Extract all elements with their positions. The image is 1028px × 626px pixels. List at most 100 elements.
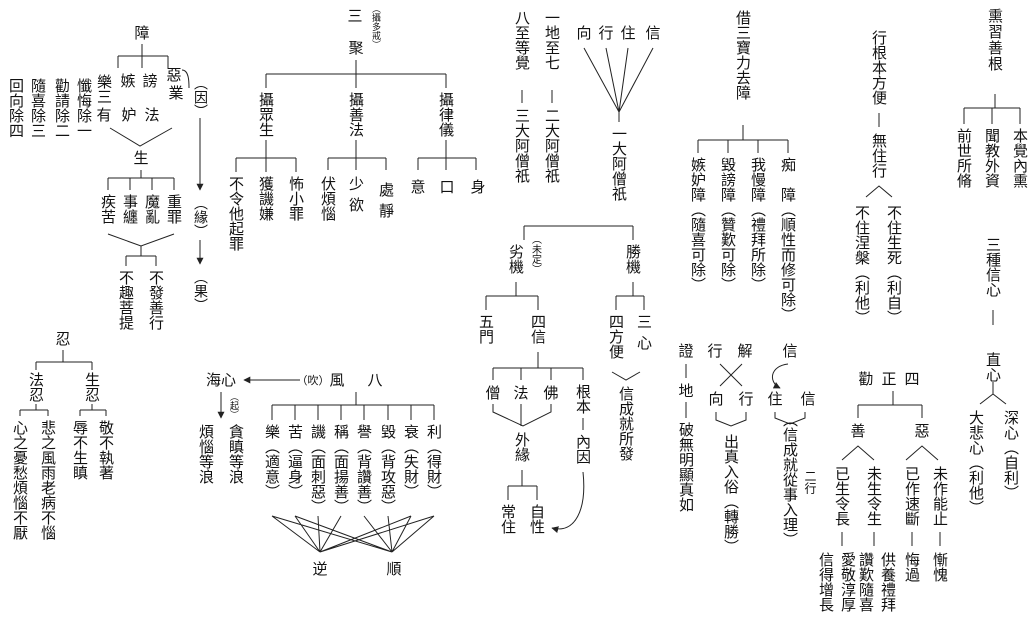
node-break-ignorance: 破無明顯真如 (677, 422, 695, 512)
node-practice-bottom: 行 (738, 390, 753, 408)
node-envy-obstacle: 嫉妒障（隨喜可除） (689, 157, 707, 292)
node-outer-condition: 外緣 (513, 432, 531, 462)
node-arise-birth: 生 (133, 149, 148, 167)
node-precepts-note: （攝多戒） (370, 4, 381, 49)
node-blow: （吹） (297, 374, 330, 387)
node-good-roots: 熏習善根 (986, 8, 1004, 72)
node-no-good-deeds: 不發善行 (147, 270, 165, 331)
node-prevent-sin: 不令他起罪 (227, 176, 245, 251)
node-favorable: 順 (386, 560, 401, 578)
node-obstacle: 障 (134, 24, 149, 42)
node-eight: 八 (367, 371, 382, 389)
node-undecided: （未定） (530, 234, 542, 274)
node-straight-mind: 直心 (984, 352, 1002, 382)
node-practice-means: 行根本方便 (870, 30, 888, 106)
node-mouth: 口 (439, 178, 454, 196)
node-pleasure: 樂（適意） (263, 424, 281, 499)
node-arise: （起） (228, 392, 239, 419)
node-illness: 疾苦 (99, 194, 117, 224)
node-quiet-place: 處靜 (377, 182, 395, 224)
chart-obstacles: 障 業 惡 法 謗 妒 嫉 有 樂三 懺悔除一 勸請除二 隨喜除三 回向除四 （… (7, 24, 208, 541)
node-four-means: 四方便 (607, 314, 625, 360)
node-ten-practices: 行 (598, 24, 613, 42)
node-cut-made: 已作速斷 (903, 466, 921, 526)
node-delusion-obstacle: 痴 障（順性而修可除） (779, 157, 797, 322)
node-stop-unmade: 未作能止 (931, 466, 949, 526)
node-ten-faiths: 信 (645, 24, 660, 42)
node-two-practices: 二行 (803, 470, 817, 494)
node-dharma-patience: 法忍 (27, 372, 45, 402)
node-inner-awakening: 本覺內熏 (1011, 128, 1028, 188)
node-sangha: 僧 (485, 384, 500, 402)
node-three-pleasures: 樂三 (95, 74, 113, 104)
node-demon-chaos: 魔亂 (143, 194, 161, 224)
node-third-eon: 三大阿僧祇 (513, 108, 531, 184)
node-understanding: 解 (737, 342, 752, 360)
node-grave-sin: 重罪 (165, 194, 183, 224)
node-inner-cause: 內因 (574, 434, 592, 464)
node-pride-obstacle: 我慢障（禮拜所除） (749, 157, 767, 292)
node-faith-top: 信 (782, 342, 797, 360)
node-superior-capacity: 勝機 (624, 244, 642, 275)
node-past-cultivation: 前世所脩 (955, 128, 973, 188)
node-deep-mind: 深心（自利） (1002, 410, 1020, 500)
chart-good-roots: 熏習善根 本覺內熏 聞教外資 前世所脩 三種信心 直心 深心（自利） 大悲心（利… (955, 8, 1028, 515)
node-loss: 衰（失財） (402, 424, 420, 499)
node-mind: 意 (410, 178, 425, 196)
node-grounds-one-seven: 一地至七 (543, 10, 561, 70)
node-arise-unborn: 未生令生 (865, 466, 883, 526)
node-grow-born: 已生令長 (833, 466, 851, 526)
node-not-samsara: 不住生死（利自） (885, 205, 903, 325)
node-slander-obstacle: 毀謗障（贊歎可除） (719, 157, 737, 292)
node-root: 根本 (574, 384, 592, 414)
node-outer-teaching: 聞教外資 (983, 128, 1001, 188)
node-patience: 忍 (55, 330, 70, 348)
node-few-desires: 少欲 (347, 176, 365, 218)
node-suffering: 苦（逼身） (286, 424, 304, 499)
node-great-compassion: 大悲心（利他） (967, 410, 985, 515)
node-good: 善 (850, 422, 865, 440)
node-first-eon: 一大阿僧祇 (610, 126, 628, 202)
node-ten-dedications: 向 (576, 24, 591, 42)
node-insult: 辱不生瞋 (71, 420, 89, 480)
node-request-two: 勸請除二 (53, 78, 71, 138)
node-dharma-slander: 法 (144, 106, 159, 124)
node-result: （果） (192, 270, 208, 312)
node-not-nirvana: 不住涅槃（利他） (853, 205, 871, 325)
node-existence: 有 (96, 106, 111, 124)
node-karma: 業 (168, 84, 183, 102)
node-dedicate-four: 回向除四 (7, 78, 25, 138)
node-faith-achieved: （信成就從事入理） (781, 412, 799, 547)
node-winds: 風 (329, 371, 344, 389)
node-faith-right: 信 (800, 390, 815, 408)
node-praise: 讚歎隨喜 (857, 552, 875, 612)
node-mind-sorrow: 心之憂愁煩惱不厭 (11, 420, 29, 541)
node-adverse: 逆 (312, 560, 327, 578)
node-evil: 惡 (914, 422, 929, 440)
node-three-jewels: 借三寶力去障 (734, 10, 752, 100)
node-discipline: 攝律儀 (437, 92, 455, 137)
node-jealous: 妒 (121, 106, 136, 124)
node-five-gates: 五門 (477, 314, 495, 345)
node-ground: 地 (678, 382, 693, 400)
node-compassion-rain: 悲之風雨老病不惱 (39, 420, 57, 540)
node-non-abiding: 無住行 (870, 133, 888, 179)
node-greed-waves: 貪瞋等浪 (227, 423, 245, 485)
node-beings-patience: 生忍 (83, 372, 101, 402)
node-fear-small-sin: 怖小罪 (287, 176, 305, 221)
node-fame: 譽（背讚善） (355, 424, 373, 514)
node-dharma: 法 (513, 384, 528, 402)
node-faith-grows: 信得增長 (817, 552, 835, 612)
node-dedication: 向 (708, 390, 723, 408)
node-self-nature: 自性 (528, 504, 546, 534)
node-condition: （緣） (192, 196, 208, 238)
chart-three-precepts: 三 （攝多戒） 聚 攝律儀 攝善法 攝眾生 身 口 意 處靜 少欲 伏煩惱 怖小… (197, 4, 486, 578)
node-ridicule: 譏（面刺惡） (309, 424, 327, 514)
node-good-dharma: 攝善法 (347, 92, 365, 137)
node-beings: 攝眾生 (257, 92, 275, 137)
node-permanence: 常住 (499, 504, 517, 534)
node-rejoice-three: 隨喜除三 (29, 78, 47, 138)
node-second-eon: 二大阿僧祇 (543, 108, 561, 184)
